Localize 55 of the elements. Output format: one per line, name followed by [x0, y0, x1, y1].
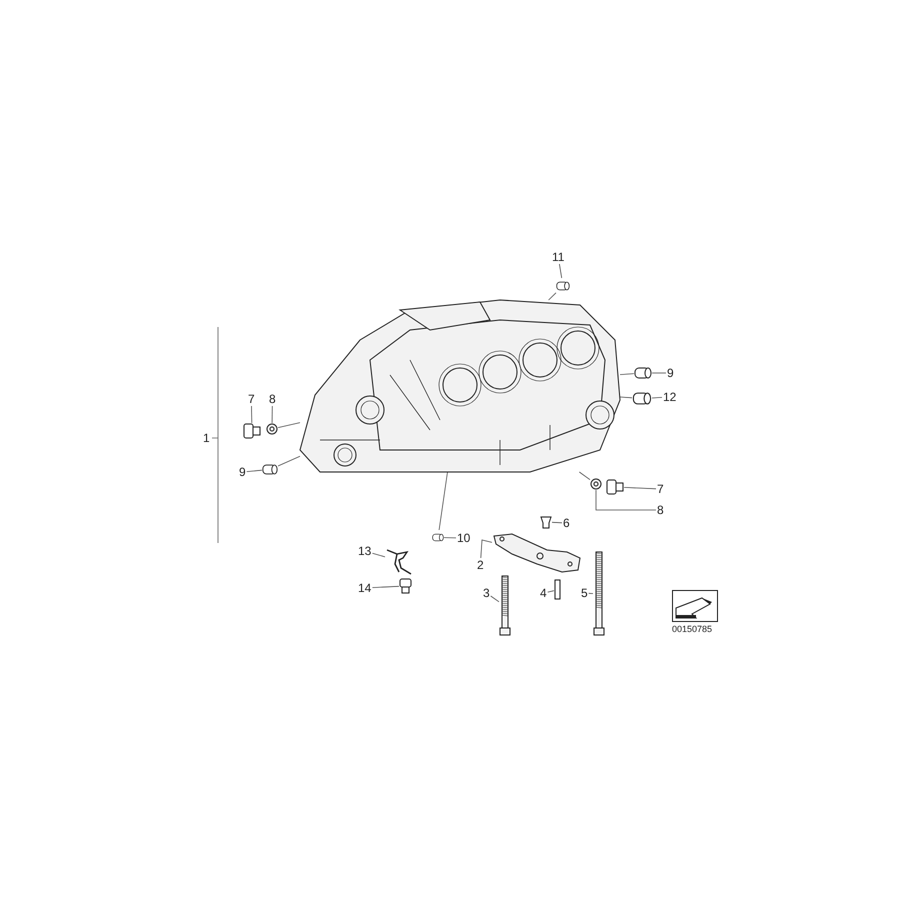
- callout-number: 11: [551, 250, 566, 264]
- leader-line: [272, 406, 273, 424]
- sleeve-drawing: [632, 391, 652, 406]
- diagram-number: 00150785: [672, 624, 712, 635]
- screw-drawing: [399, 578, 412, 594]
- leader-line: [548, 292, 556, 300]
- callout-number: 8: [656, 503, 665, 517]
- leader-line: [251, 406, 252, 424]
- leader-line: [372, 552, 386, 558]
- callout-number: 8: [268, 392, 277, 406]
- leader-line: [438, 472, 448, 530]
- sleeve-drawing: [634, 366, 652, 380]
- callout-number: 14: [357, 581, 372, 595]
- leader-line: [620, 373, 634, 375]
- leader-line: [559, 264, 562, 278]
- callout-number: 9: [666, 366, 675, 380]
- leader-line: [596, 490, 656, 510]
- leader-line: [480, 540, 492, 558]
- callout-number: 10: [456, 531, 472, 545]
- bracket-drawing: [492, 532, 582, 574]
- leader-line: [552, 522, 562, 524]
- callout-number: 7: [247, 392, 256, 406]
- long-bolt-drawing: [499, 576, 511, 636]
- leader-line: [652, 372, 666, 374]
- plug-bolt-drawing: [606, 478, 624, 496]
- leader-line: [547, 590, 554, 592]
- washer-drawing: [590, 478, 602, 490]
- washer-drawing: [266, 423, 278, 435]
- callout-number: 4: [539, 586, 548, 600]
- leader-line: [444, 537, 456, 538]
- callout-number: 2: [476, 558, 485, 572]
- leader-line: [588, 592, 594, 594]
- leader-line: [278, 422, 300, 428]
- leader-line: [620, 396, 632, 398]
- cap-drawing: [540, 515, 552, 529]
- leader-line: [578, 472, 590, 480]
- callout-number: 12: [662, 390, 678, 404]
- plug-bolt-drawing: [243, 423, 261, 439]
- leader-line: [624, 487, 656, 490]
- engine-block-drawing: [300, 300, 620, 472]
- stud-drawing: [554, 580, 561, 600]
- callout-number: 3: [482, 586, 491, 600]
- leader-line: [490, 596, 500, 602]
- callout-number: 9: [238, 465, 247, 479]
- leader-line: [246, 470, 262, 472]
- sleeve-drawing: [262, 462, 278, 477]
- leader-line: [278, 456, 300, 466]
- callout-number: 6: [562, 516, 571, 530]
- callout-number: 1: [203, 431, 210, 446]
- leader-line: [652, 397, 662, 398]
- long-bolt-drawing: [593, 552, 605, 636]
- callout-number: 5: [580, 586, 589, 600]
- callout-number: 13: [357, 544, 372, 558]
- leader-line: [372, 586, 400, 588]
- callout-number: 7: [656, 482, 665, 496]
